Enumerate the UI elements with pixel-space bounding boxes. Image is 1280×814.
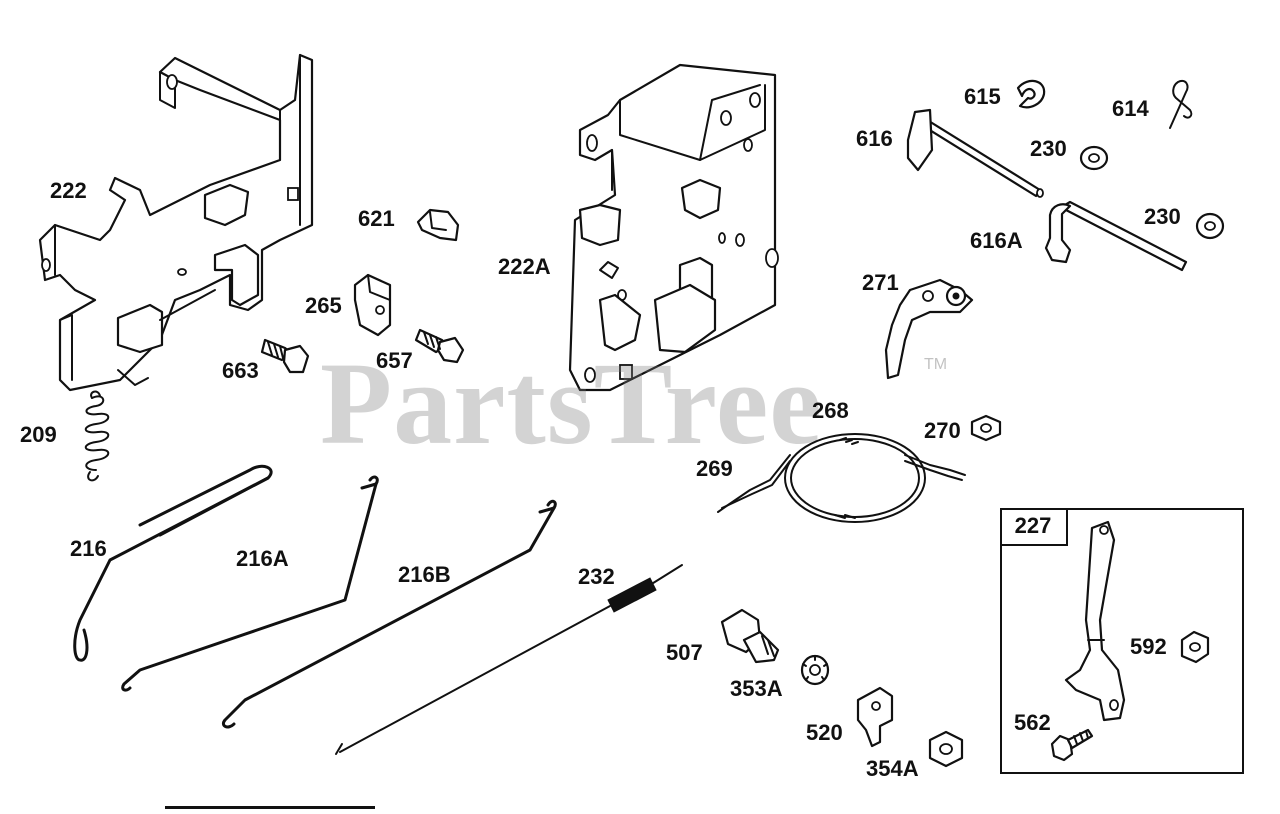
part-265-block[interactable]	[353, 273, 392, 337]
part-270-nut[interactable]	[970, 414, 1002, 442]
callout-216B[interactable]: 216B	[398, 562, 451, 587]
part-232-spring-link[interactable]	[335, 564, 683, 755]
callout-562[interactable]: 562	[1014, 710, 1051, 735]
inset-box-227	[1000, 508, 1244, 774]
callout-657[interactable]: 657	[376, 348, 413, 373]
part-222A-governor-bracket[interactable]	[568, 63, 779, 392]
part-209-spring[interactable]	[84, 390, 110, 482]
part-230-washer-b[interactable]	[1195, 212, 1225, 240]
callout-592[interactable]: 592	[1130, 634, 1167, 659]
callout-209[interactable]: 209	[20, 422, 57, 447]
part-354A-nut[interactable]	[928, 730, 964, 768]
watermark: PartsTree	[320, 338, 823, 469]
part-621-clip[interactable]	[416, 208, 460, 242]
part-222-control-bracket[interactable]	[38, 53, 314, 392]
part-230-washer-a[interactable]	[1079, 145, 1109, 171]
part-227-lever[interactable]	[1064, 520, 1126, 722]
inset-label-227[interactable]: 227	[1000, 508, 1068, 546]
callout-615[interactable]: 615	[964, 84, 1001, 109]
part-353A-lock-washer[interactable]	[800, 654, 830, 686]
part-615-clip[interactable]	[1016, 79, 1046, 109]
callout-232[interactable]: 232	[578, 564, 615, 589]
callout-271[interactable]: 271	[862, 270, 899, 295]
part-616-shaft[interactable]	[906, 108, 1044, 198]
callout-216[interactable]: 216	[70, 536, 107, 561]
part-614-hairpin[interactable]	[1169, 80, 1193, 129]
part-616A-shaft[interactable]	[1044, 200, 1188, 272]
callout-520[interactable]: 520	[806, 720, 843, 745]
callout-614[interactable]: 614	[1112, 96, 1149, 121]
footer-rule	[165, 806, 375, 809]
part-657-screw[interactable]	[414, 328, 465, 364]
part-216-link[interactable]	[73, 464, 273, 662]
part-507-fitting[interactable]	[720, 608, 780, 664]
part-269-cable-ends[interactable]	[717, 454, 966, 513]
part-592-nut[interactable]	[1180, 630, 1210, 664]
callout-616[interactable]: 616	[856, 126, 893, 151]
callout-230-upper[interactable]: 230	[1030, 136, 1067, 161]
part-520-bracket[interactable]	[856, 686, 894, 748]
part-268-cable[interactable]	[784, 433, 926, 523]
callout-222A[interactable]: 222A	[498, 254, 551, 279]
callout-616A[interactable]: 616A	[970, 228, 1023, 253]
callout-354A[interactable]: 354A	[866, 756, 919, 781]
trademark-mark: TM	[924, 356, 948, 373]
callout-268[interactable]: 268	[812, 398, 849, 423]
callout-353A[interactable]: 353A	[730, 676, 783, 701]
callout-621[interactable]: 621	[358, 206, 395, 231]
part-663-screw[interactable]	[260, 338, 310, 374]
part-216A-link[interactable]	[121, 475, 379, 692]
callout-216A[interactable]: 216A	[236, 546, 289, 571]
callout-265[interactable]: 265	[305, 293, 342, 318]
callout-269[interactable]: 269	[696, 456, 733, 481]
part-562-screw[interactable]	[1050, 728, 1094, 762]
part-271-lever[interactable]	[884, 278, 974, 380]
callout-507[interactable]: 507	[666, 640, 703, 665]
callout-230-lower[interactable]: 230	[1144, 204, 1181, 229]
callout-663[interactable]: 663	[222, 358, 259, 383]
callout-270[interactable]: 270	[924, 418, 961, 443]
callout-222[interactable]: 222	[50, 178, 87, 203]
part-216B-link[interactable]	[221, 499, 557, 729]
